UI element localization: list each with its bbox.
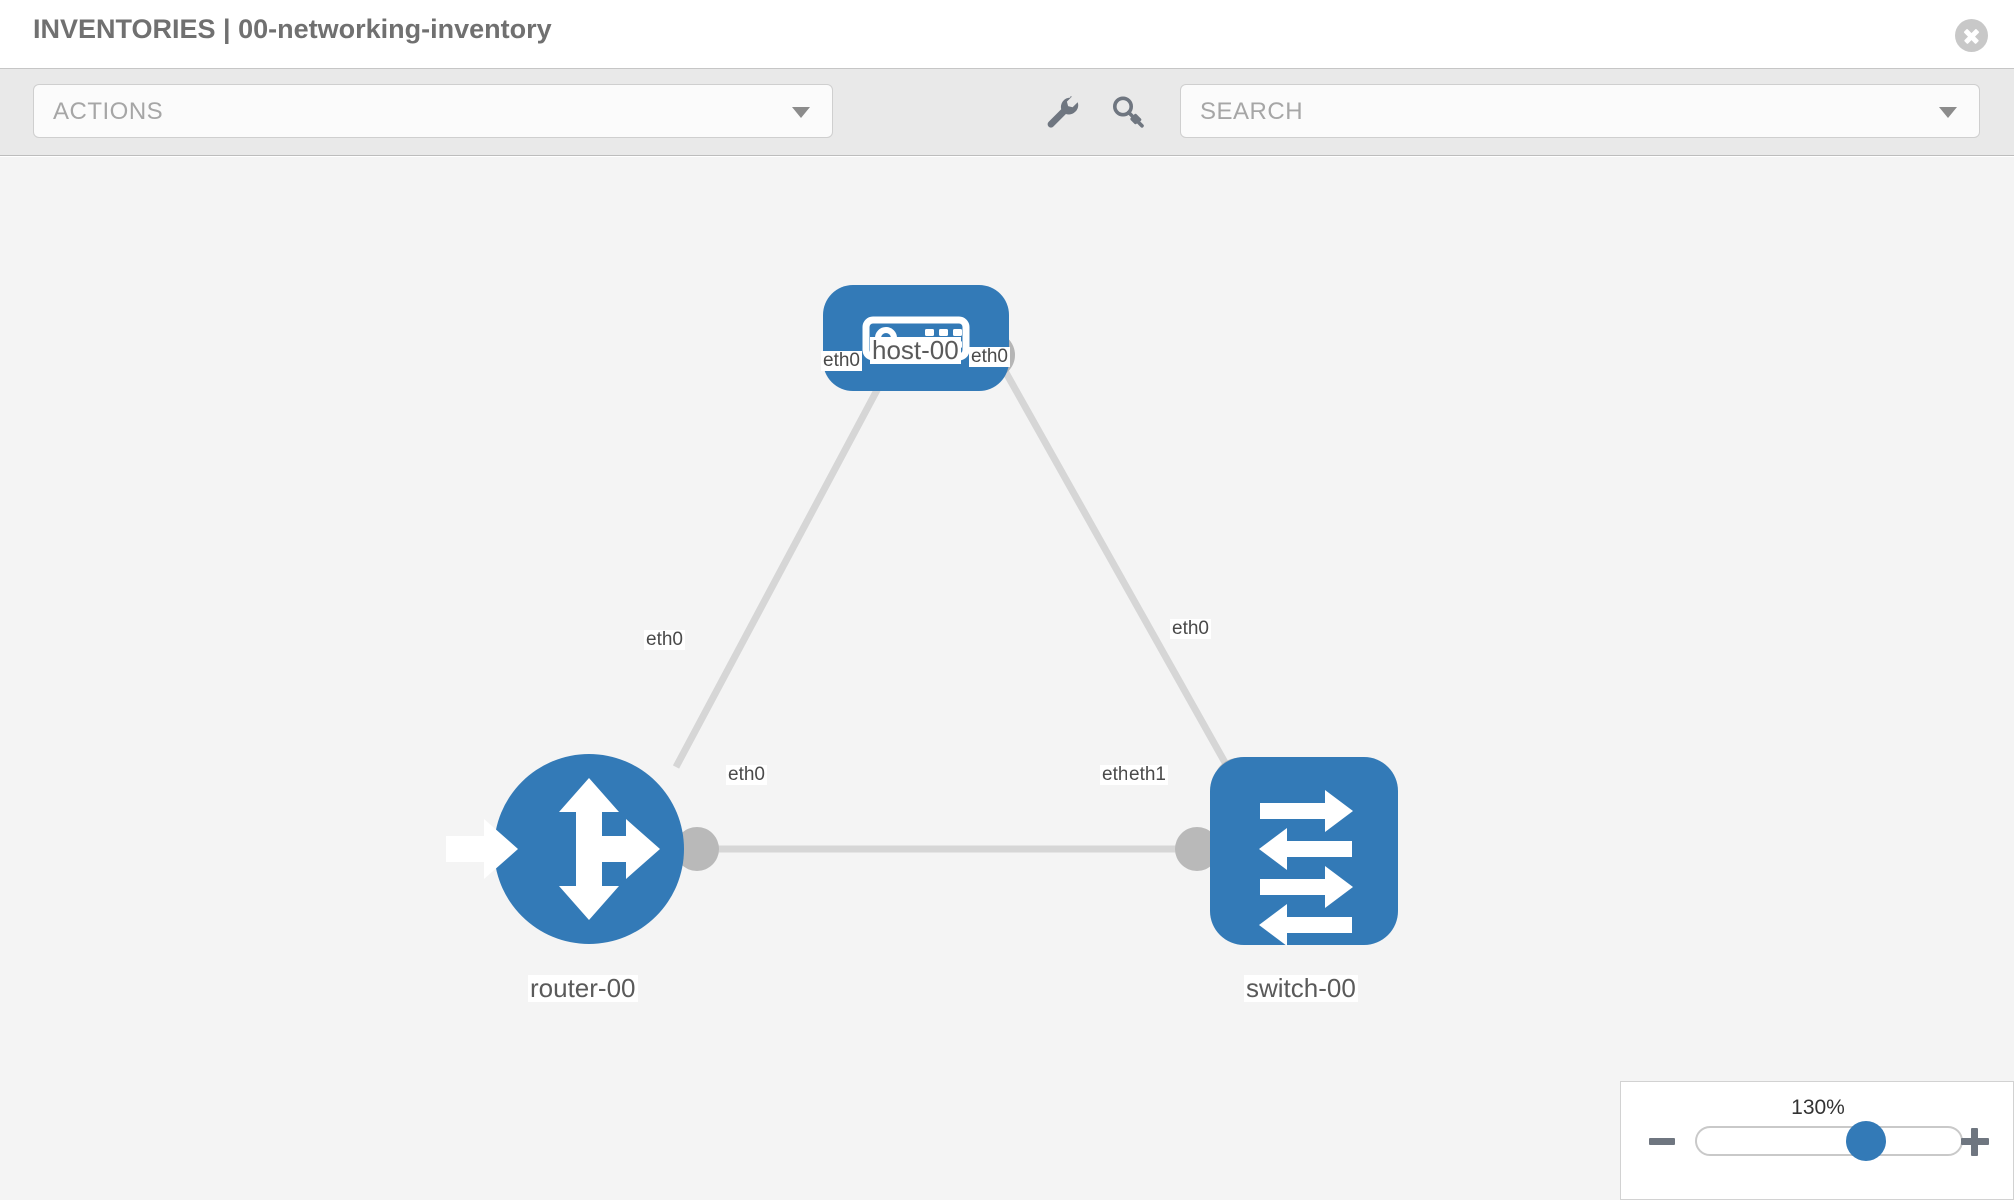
node-label-switch-00: switch-00 (1244, 973, 1358, 1003)
zoom-slider-thumb[interactable] (1846, 1121, 1886, 1161)
search-placeholder: SEARCH (1200, 98, 1304, 125)
actions-dropdown-label: ACTIONS (53, 98, 164, 125)
node-label-host-00: host-00 (870, 335, 961, 365)
iface-label: eth0 (969, 346, 1010, 367)
chevron-down-icon (792, 107, 810, 118)
port-switch-left (1175, 827, 1219, 871)
page-header: INVENTORIES | 00-networking-inventory (0, 0, 2014, 68)
topology-canvas[interactable]: eth0 eth0 eth0 eth0 eth0 eth0 eth1 host-… (0, 157, 2014, 1200)
node-switch-00 (1210, 757, 1398, 946)
iface-label: eth0 (1170, 618, 1211, 639)
iface-label: eth1 (1127, 764, 1168, 785)
edge-host-router (672, 360, 896, 769)
zoom-slider-track[interactable] (1695, 1126, 1963, 1156)
port-router-right (675, 827, 719, 871)
zoom-level-value: 130% (1791, 1096, 1845, 1119)
page-title: INVENTORIES | 00-networking-inventory (33, 14, 552, 44)
zoom-in-button[interactable] (1961, 1128, 1989, 1156)
zoom-control: 130% (1620, 1081, 2014, 1200)
actions-dropdown[interactable]: ACTIONS (33, 84, 833, 138)
iface-label: eth0 (726, 764, 767, 785)
iface-label: eth0 (644, 629, 685, 650)
iface-label: eth0 (821, 350, 862, 371)
topology-toolbar: ACTIONS SEARCH (0, 68, 2014, 156)
edge-host-switch (996, 360, 1236, 777)
node-router-00 (446, 754, 684, 944)
key-icon[interactable] (1110, 93, 1148, 131)
search-input[interactable]: SEARCH (1180, 84, 1980, 138)
chevron-down-icon (1939, 107, 1957, 118)
topology-graph (446, 285, 1398, 946)
wrench-icon[interactable] (1043, 93, 1081, 131)
zoom-out-button[interactable] (1649, 1138, 1675, 1145)
topology-edges (672, 360, 1236, 853)
node-label-router-00: router-00 (528, 973, 638, 1003)
close-icon[interactable] (1955, 19, 1988, 52)
